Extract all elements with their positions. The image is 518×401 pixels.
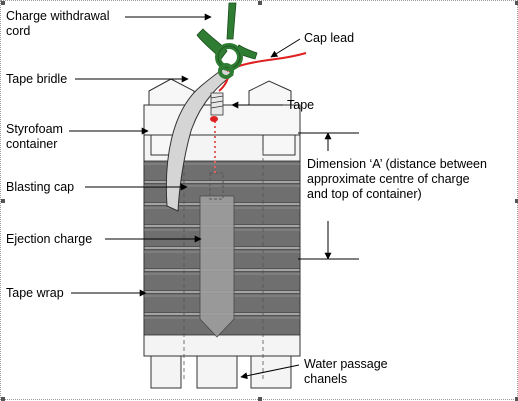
tape-bridle-shape [165, 66, 234, 212]
selection-handle [1, 397, 5, 401]
selection-handle [258, 1, 262, 5]
label-ejection-charge: Ejection charge [6, 232, 93, 246]
label-styrofoam-container: Styrofoam container [6, 122, 63, 151]
label-cap-lead: Cap lead [304, 31, 355, 45]
selection-handle [258, 397, 262, 401]
dimension-a-marker [298, 132, 359, 260]
cap-lead-wire [226, 52, 307, 72]
ejection-charge-shape [199, 172, 235, 338]
selection-handle [515, 199, 518, 203]
selection-handle [1, 1, 5, 5]
tape-coil [210, 92, 224, 122]
label-dimension-a: Dimension ‘A’ (distance between approxim… [307, 157, 487, 201]
container-top-rim [143, 78, 301, 156]
selection-handle [515, 1, 518, 5]
selection-handle [1, 199, 5, 203]
label-blasting-cap: Blasting cap [6, 180, 75, 194]
leader-lines [69, 13, 301, 380]
label-tape: Tape [287, 98, 315, 112]
label-charge-withdrawal-cord: Charge withdrawal cord [6, 9, 110, 38]
selection-handle [515, 397, 518, 401]
label-tape-bridle: Tape bridle [6, 72, 68, 86]
label-water-passage: Water passage chanels [304, 357, 388, 386]
withdrawal-cord [196, 2, 258, 79]
label-tape-wrap: Tape wrap [6, 286, 64, 300]
